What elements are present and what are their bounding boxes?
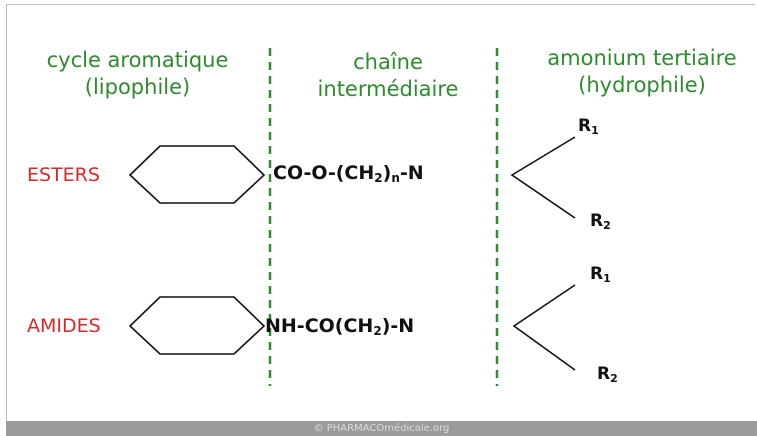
header-aromatic-cycle: cycle aromatique (lipophile) (20, 47, 255, 101)
header-chain-line2: intermédiaire (317, 77, 459, 101)
label-amides: AMIDES (27, 315, 101, 337)
header-tertiary-amine: amonium tertiaire (hydrophile) (522, 45, 757, 99)
formula-esters-part2: ) (382, 162, 392, 184)
frame-border (6, 4, 755, 421)
header-chain-line1: chaîne (353, 50, 423, 74)
formula-amides-sub: 2 (373, 324, 382, 338)
r2-esters-sub: 2 (603, 219, 611, 232)
header-aromatic-line2: (lipophile) (84, 75, 191, 99)
r2-amides-letter: R (597, 364, 611, 384)
formula-amides: NH-CO(CH2)-N (265, 314, 414, 343)
r1-amides-sub: 1 (603, 272, 611, 285)
r1-esters-letter: R (578, 116, 592, 136)
r1-amides-letter: R (590, 264, 604, 284)
r1-group-esters: R1 (578, 116, 599, 141)
header-amine-line1: amonium tertiaire (547, 46, 737, 70)
formula-amides-part1: NH-CO(CH (265, 315, 374, 337)
footer-bar: © PHARMACOmédicale.org (6, 421, 757, 436)
header-aromatic-line1: cycle aromatique (46, 48, 229, 72)
formula-amides-part2: )-N (381, 315, 415, 337)
formula-esters-sub-n: n (391, 171, 400, 185)
r1-esters-sub: 1 (591, 124, 599, 137)
benzene-ring-esters (128, 145, 266, 204)
amine-bonds-amides (512, 284, 576, 371)
formula-esters-sub: 2 (374, 171, 383, 185)
r2-amides-sub: 2 (610, 372, 618, 385)
r1-group-amides: R1 (590, 264, 611, 289)
r2-group-amides: R2 (597, 364, 618, 389)
header-intermediate-chain: chaîne intermédiaire (298, 49, 478, 103)
footer-credit: © PHARMACOmédicale.org (313, 423, 450, 434)
formula-esters: CO-O-(CH2)n-N (273, 161, 424, 190)
formula-esters-part1: CO-O-(CH (273, 162, 375, 184)
formula-esters-part3: -N (399, 162, 424, 184)
label-esters: ESTERS (27, 164, 100, 186)
benzene-ring-amides (128, 296, 266, 355)
header-amine-line2: (hydrophile) (578, 73, 706, 97)
amine-bonds-esters (510, 136, 576, 219)
r2-group-esters: R2 (590, 211, 611, 236)
r2-esters-letter: R (590, 211, 604, 231)
